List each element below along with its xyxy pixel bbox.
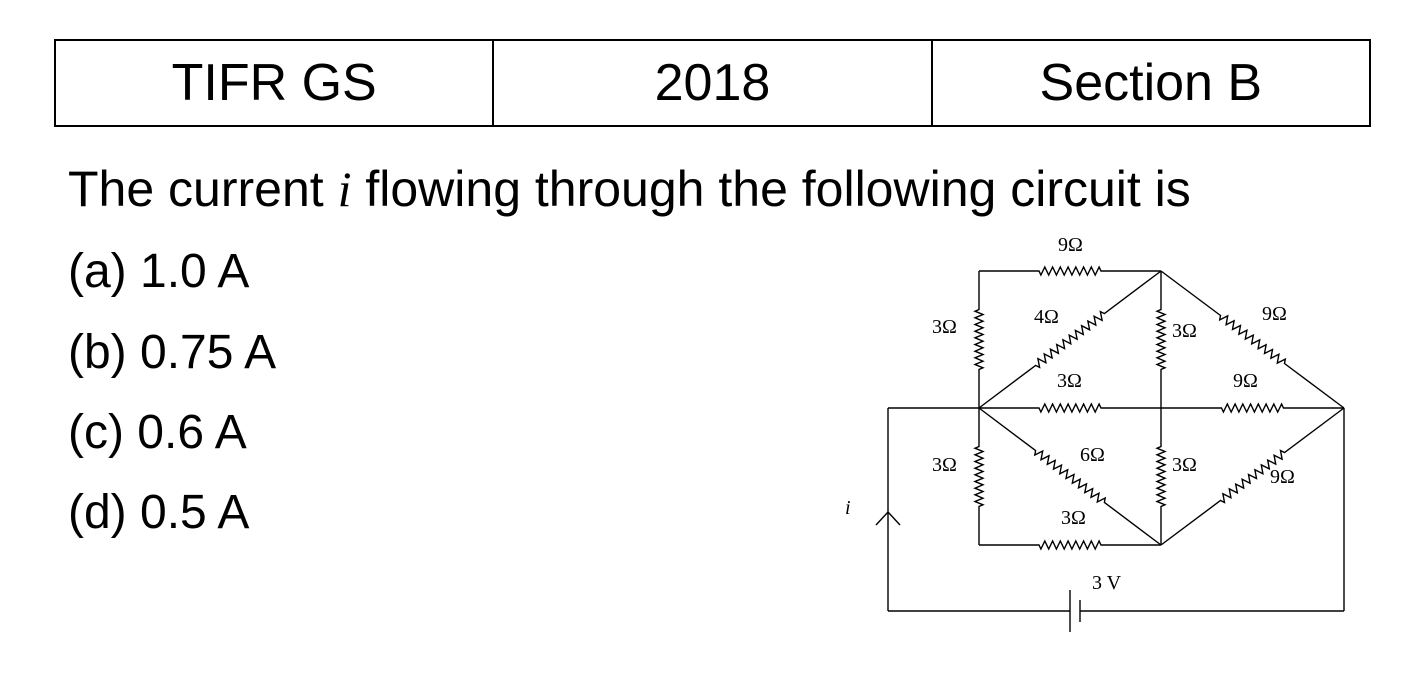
question-text: The current i flowing through the follow…	[68, 160, 1191, 218]
current-arrow-icon	[875, 510, 901, 526]
resistor-label-middle-left-horizontal: 3Ω	[1057, 370, 1082, 392]
resistor-middle-right-horizontal	[1161, 402, 1344, 414]
resistor-label-upper-left-vertical: 3Ω	[932, 316, 957, 338]
resistor-lower-middle-vertical	[1155, 408, 1167, 545]
question-prefix: The current	[68, 161, 338, 217]
option-a: (a) 1.0 A	[68, 245, 250, 298]
option-b: (b) 0.75 A	[68, 326, 277, 379]
resistor-lower-diagonal	[978, 407, 1162, 546]
question-variable: i	[337, 161, 352, 217]
resistor-label-top: 9Ω	[1058, 234, 1083, 256]
circuit-wires	[875, 265, 1345, 632]
header-section: Section B	[930, 41, 1369, 125]
header-table: TIFR GS 2018 Section B	[54, 39, 1371, 127]
resistor-label-lower-diagonal: 6Ω	[1080, 444, 1105, 466]
current-label: i	[845, 497, 851, 519]
option-d: (d) 0.5 A	[68, 486, 250, 539]
header-year: 2018	[492, 41, 930, 125]
question-suffix: flowing through the following circuit is	[351, 161, 1191, 217]
resistor-upper-middle-vertical	[1155, 271, 1167, 408]
resistor-lower-right-diagonal	[1160, 407, 1345, 546]
resistor-upper-left-vertical	[973, 271, 985, 408]
resistor-lower-left-vertical	[973, 408, 985, 545]
circuit-labels: 9Ω 3Ω 4Ω 3Ω 9Ω 3Ω 9Ω 3Ω 6Ω 3Ω 9Ω 3Ω 3 V …	[845, 234, 1295, 594]
resistor-label-upper-diagonal: 4Ω	[1034, 306, 1059, 328]
resistor-label-upper-middle-vertical: 3Ω	[1172, 320, 1197, 342]
resistor-label-lower-middle-vertical: 3Ω	[1172, 454, 1197, 476]
resistor-top	[979, 265, 1161, 277]
battery-label: 3 V	[1092, 572, 1122, 594]
header-exam: TIFR GS	[171, 54, 377, 112]
resistor-middle-left-horizontal	[979, 402, 1161, 414]
resistor-label-lower-left-vertical: 3Ω	[932, 454, 957, 476]
resistor-label-bottom: 3Ω	[1061, 507, 1086, 529]
resistor-label-upper-right-diagonal: 9Ω	[1262, 303, 1287, 325]
resistor-upper-right-diagonal	[1160, 270, 1345, 409]
option-c: (c) 0.6 A	[68, 406, 247, 459]
resistor-upper-diagonal	[978, 270, 1162, 409]
resistor-label-lower-right-diagonal: 9Ω	[1270, 466, 1295, 488]
resistor-label-middle-right-horizontal: 9Ω	[1233, 370, 1258, 392]
resistor-bottom	[979, 539, 1161, 551]
